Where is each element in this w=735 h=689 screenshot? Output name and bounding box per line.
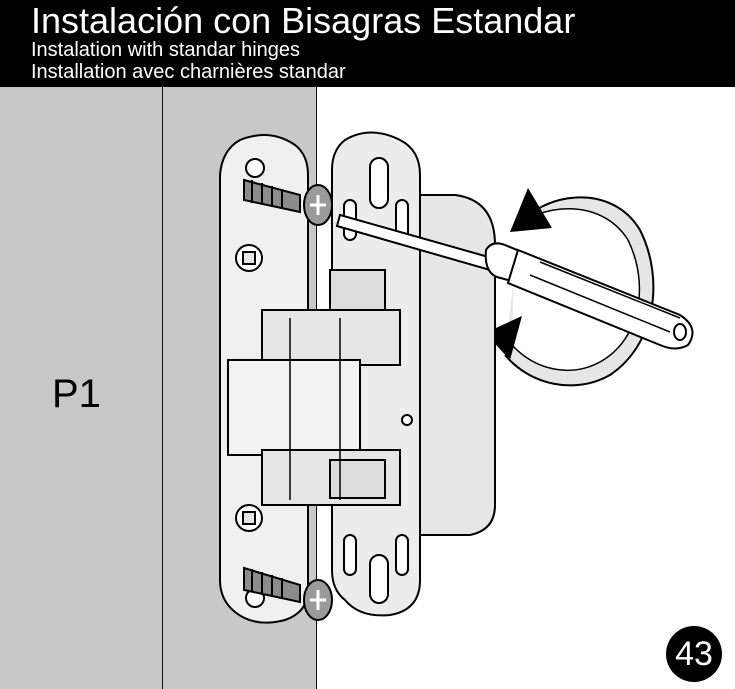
title-spanish: Instalación con Bisagras Estandar: [31, 0, 576, 41]
title-french: Installation avec charnières standar: [31, 61, 346, 83]
step-number: 43: [675, 634, 713, 673]
screw-icon: [243, 178, 333, 226]
screw-icon: [243, 566, 333, 621]
step-number-badge: 43: [666, 626, 722, 682]
screwdriver-icon: [335, 213, 694, 350]
hinge-body: [219, 131, 496, 624]
title-english: Instalation with standar hinges: [31, 39, 301, 61]
frame-divider-line: [162, 87, 163, 689]
header-bar: Instalación con Bisagras Estandar Instal…: [0, 0, 735, 87]
panel-label: P1: [52, 372, 101, 416]
